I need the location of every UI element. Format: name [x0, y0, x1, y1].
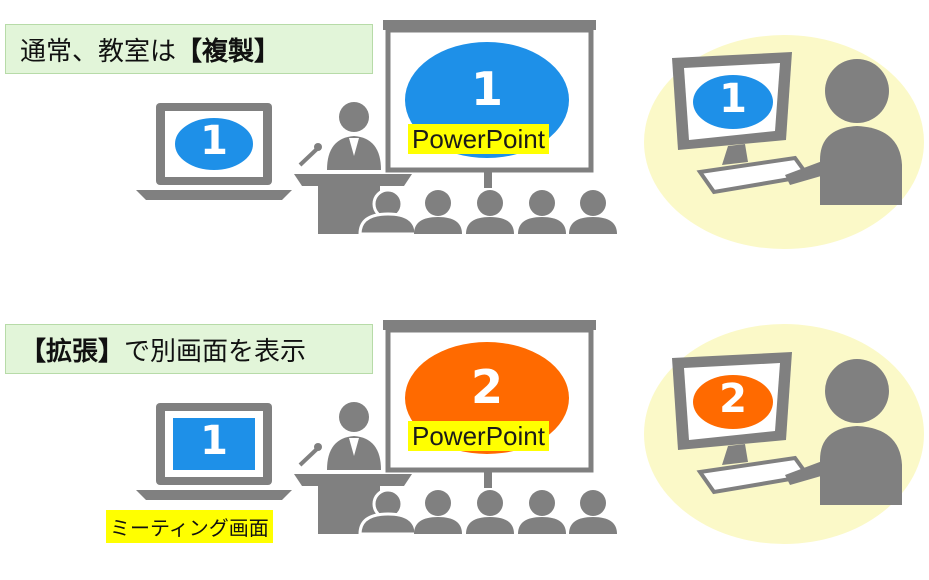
viewer-head: [825, 59, 889, 123]
label-post: で別画面を表示: [124, 336, 307, 367]
screen-app-label: PowerPoint: [408, 421, 549, 451]
presenter-icon: [294, 102, 412, 234]
audience-person: [358, 188, 418, 236]
mode-label-duplicate: 通常、教室は【複製】: [5, 24, 373, 74]
panel-extend: 【拡張】で別画面を表示 2 PowerPoint 1 2 ミーティング画面: [0, 300, 929, 580]
scene-extend: [136, 320, 924, 544]
audience-icons: [358, 188, 617, 236]
audience-person: [414, 190, 462, 234]
viewer-body: [820, 126, 902, 205]
audience-icons: [358, 488, 617, 536]
laptop-icon: [136, 403, 292, 500]
audience-person: [466, 190, 514, 234]
audience-person: [569, 190, 617, 234]
remote-number: 1: [719, 76, 747, 122]
scene-duplicate: [136, 20, 924, 249]
remote-viewer: [644, 35, 924, 249]
laptop-screen-rect: [173, 418, 255, 470]
audience-person: [466, 490, 514, 534]
remote-number: 2: [719, 376, 747, 422]
screen-number: 2: [470, 360, 503, 414]
audience-person: [414, 490, 462, 534]
laptop-number: 1: [200, 118, 228, 164]
laptop-screen-ellipse: [173, 116, 255, 172]
audience-person: [358, 488, 418, 536]
label-bold: 【複製】: [176, 36, 281, 67]
audience-person: [518, 190, 566, 234]
screen-number: 1: [470, 62, 503, 116]
label-bold: 【拡張】: [20, 336, 125, 367]
laptop-number: 1: [200, 418, 228, 464]
viewer-head: [825, 359, 889, 423]
remote-screen-ellipse: [693, 375, 773, 429]
laptop-icon: [136, 103, 292, 200]
mode-label-extend: 【拡張】で別画面を表示: [5, 324, 373, 374]
remote-viewer: [644, 324, 924, 544]
panel-duplicate: 通常、教室は【複製】 1 PowerPoint 1 1: [0, 0, 929, 280]
label-pre: 通常、教室は: [20, 36, 177, 67]
screen-app-label: PowerPoint: [408, 124, 549, 154]
audience-person: [518, 490, 566, 534]
remote-screen-ellipse: [693, 75, 773, 129]
audience-person: [569, 490, 617, 534]
laptop-caption: ミーティング画面: [106, 510, 273, 543]
viewer-body: [820, 426, 902, 505]
